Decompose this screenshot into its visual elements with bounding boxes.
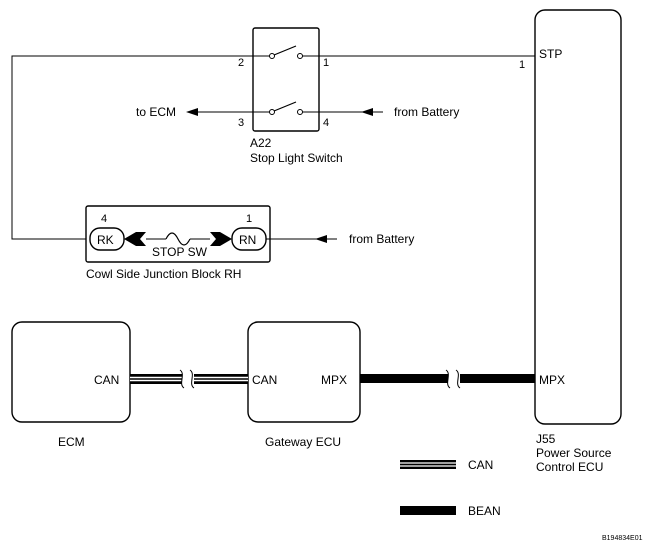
- switch-blade: [273, 101, 297, 112]
- rn-label: RN: [239, 233, 256, 247]
- fuse-icon: [165, 232, 191, 246]
- switch-contact: [269, 109, 275, 115]
- ecm-name: ECM: [58, 435, 85, 449]
- switch-contact: [297, 53, 303, 59]
- rk-connector-icon: [124, 232, 146, 246]
- switch-blade: [273, 45, 297, 56]
- gateway-mpx-label: MPX: [321, 373, 347, 387]
- figure-id: B194834E01: [602, 535, 643, 542]
- switch-name: Stop Light Switch: [250, 151, 343, 165]
- stop-light-switch-box: [252, 27, 320, 132]
- switch-pin-4: 4: [323, 117, 329, 129]
- switch-pin-3: 3: [238, 117, 244, 129]
- stop-signal-wire: [11, 55, 253, 240]
- battery-arrow-junction: [315, 235, 327, 243]
- power-source-ecu-box: [534, 9, 622, 425]
- fuse-label: STOP SW: [152, 245, 208, 259]
- junction-from-battery: from Battery: [349, 232, 414, 246]
- ecm-can-label: CAN: [94, 373, 119, 387]
- switch-from-battery: from Battery: [394, 105, 459, 119]
- gateway-can-label: CAN: [252, 373, 277, 387]
- switch-contact: [269, 53, 275, 59]
- to-ecm-label: to ECM: [136, 105, 176, 119]
- legend-can-label: CAN: [468, 458, 493, 472]
- battery-arrow-switch: [361, 108, 373, 116]
- can-bus-wire: [130, 369, 248, 389]
- junction-pin-1: 1: [246, 213, 252, 225]
- ecu-stp-pin: 1: [519, 59, 525, 71]
- ecu-name-line1: Power Source: [536, 446, 612, 460]
- ecm-box: [11, 321, 131, 423]
- junction-block-name: Cowl Side Junction Block RH: [86, 267, 241, 281]
- switch-ref: A22: [250, 136, 272, 150]
- to-ecm-arrow: [186, 108, 198, 116]
- ecu-ref: J55: [536, 432, 556, 446]
- legend-bean-line: [400, 506, 456, 515]
- junction-pin-4: 4: [101, 213, 107, 225]
- junction-block-box: [85, 205, 271, 263]
- ecu-name-line2: Control ECU: [536, 460, 603, 474]
- legend-bean-label: BEAN: [468, 504, 501, 518]
- rn-connector-icon: [210, 232, 232, 246]
- bean-bus-wire: [360, 369, 535, 389]
- gateway-name: Gateway ECU: [265, 435, 341, 449]
- switch-pin-2: 2: [238, 57, 244, 69]
- ecu-stp-label: STP: [539, 47, 562, 61]
- rk-label: RK: [97, 233, 114, 247]
- switch-contact: [297, 109, 303, 115]
- ecu-mpx-label: MPX: [539, 373, 565, 387]
- switch-pin-1: 1: [323, 57, 329, 69]
- legend-can-line: [400, 460, 456, 469]
- gateway-ecu-box: [247, 321, 361, 423]
